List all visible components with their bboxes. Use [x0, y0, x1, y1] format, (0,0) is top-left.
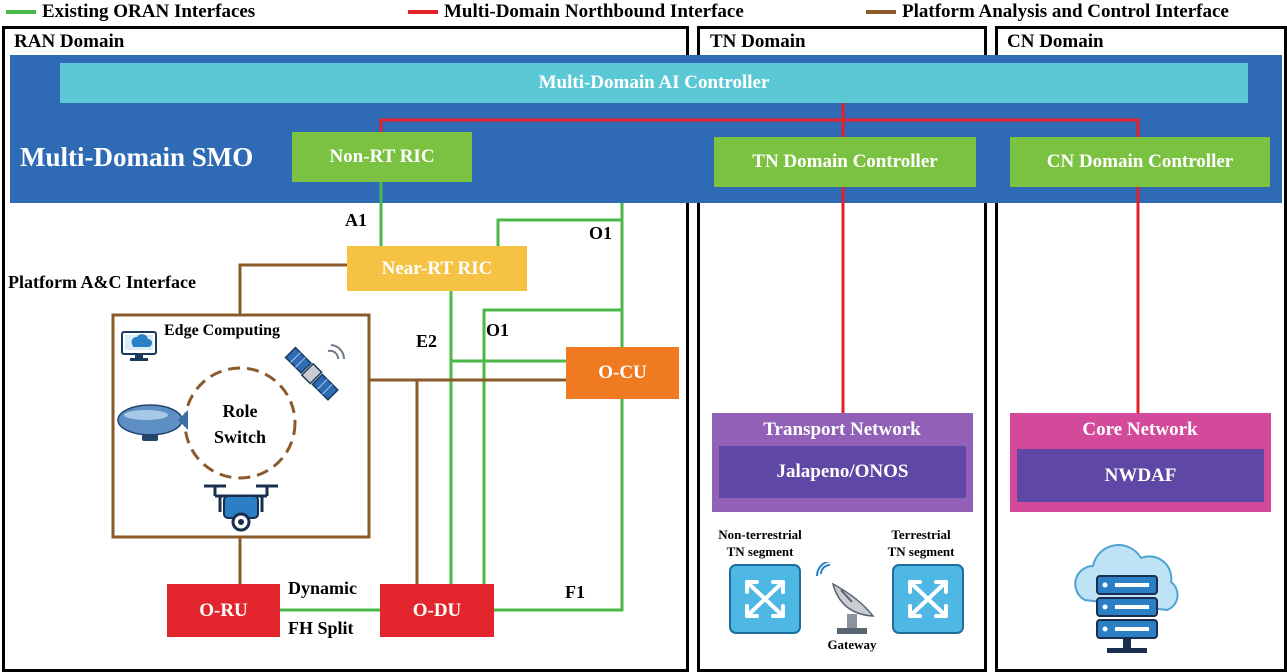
satellite-icon — [284, 344, 346, 401]
ran-domain-label: RAN Domain — [14, 31, 125, 52]
a1-label: A1 — [345, 210, 367, 230]
legend-platform: Platform Analysis and Control Interface — [866, 0, 1229, 24]
switch-icon — [892, 564, 964, 634]
legend-swatch-brown — [866, 10, 896, 14]
legend-oran: Existing ORAN Interfaces — [6, 0, 255, 24]
nwdaf-box[interactable]: NWDAF — [1017, 449, 1264, 502]
terrestrial-line2: TN segment — [887, 544, 955, 559]
cn-controller-box[interactable]: CN Domain Controller — [1010, 137, 1270, 187]
switch-icon — [729, 564, 801, 634]
legend-oran-label: Existing ORAN Interfaces — [42, 1, 256, 22]
ai-controller-box[interactable]: Multi-Domain AI Controller — [60, 63, 1248, 103]
role-switch-line1: Role — [222, 401, 258, 421]
role-switch-line2: Switch — [213, 427, 267, 447]
edge-computing-box — [111, 313, 371, 539]
legend-northbound: Multi-Domain Northbound Interface — [408, 0, 744, 24]
e2-label: E2 — [416, 331, 438, 351]
gateway-label: Gateway — [827, 637, 877, 652]
computer-cloud-icon — [121, 331, 157, 361]
legend-northbound-label: Multi-Domain Northbound Interface — [444, 1, 744, 22]
transport-network-label: Transport Network — [763, 419, 921, 440]
tn-domain-label: TN Domain — [710, 31, 806, 52]
o1-mid-label: O1 — [486, 320, 510, 340]
airship-icon — [117, 404, 188, 441]
o1-top-label: O1 — [589, 223, 613, 243]
satellite-dish-icon — [816, 562, 875, 634]
legend-platform-label: Platform Analysis and Control Interface — [902, 1, 1229, 22]
edge-computing-label: Edge Computing — [164, 322, 281, 339]
jalapeno-box[interactable]: Jalapeno/ONOS — [719, 446, 966, 498]
drone-icon — [204, 484, 278, 532]
legend-swatch-green — [6, 10, 36, 14]
legend-swatch-red — [408, 10, 438, 14]
oru-box[interactable]: O-RU — [167, 584, 280, 637]
terrestrial-line1: Terrestrial — [891, 527, 951, 542]
core-network-label: Core Network — [1082, 419, 1198, 440]
odu-box[interactable]: O-DU — [380, 584, 494, 637]
f1-label: F1 — [565, 582, 585, 602]
non-terrestrial-line1: Non-terrestrial — [718, 527, 802, 542]
smo-title: Multi-Domain SMO — [20, 142, 254, 172]
cn-domain-label: CN Domain — [1007, 31, 1104, 52]
fh-split-label: FH Split — [288, 618, 354, 638]
cloud-server-icon — [1074, 544, 1179, 653]
ocu-box[interactable]: O-CU — [566, 347, 679, 399]
dynamic-label: Dynamic — [288, 578, 357, 598]
near-rt-ric-box[interactable]: Near-RT RIC — [347, 246, 527, 291]
non-rt-ric-box[interactable]: Non-RT RIC — [292, 132, 472, 182]
tn-controller-box[interactable]: TN Domain Controller — [714, 137, 976, 187]
platform-ac-label: Platform A&C Interface — [8, 272, 196, 292]
non-terrestrial-line2: TN segment — [726, 544, 794, 559]
